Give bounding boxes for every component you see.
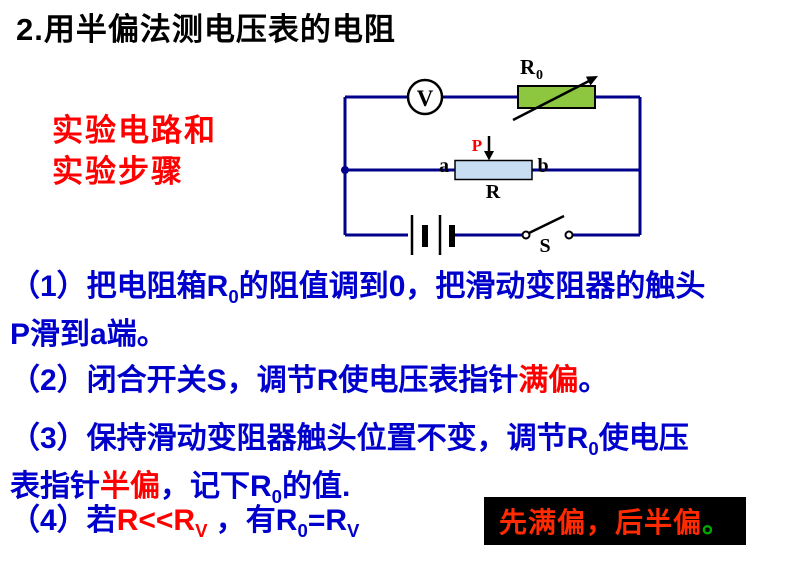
step-3: （3）保持滑动变阻器触头位置不变，调节R0使电压 表指针半偏，记下R0的值. (10, 420, 790, 516)
subscript: V (347, 520, 360, 541)
subscript: 0 (271, 486, 283, 507)
switch-label: S (539, 235, 550, 257)
summary-note-text: 先满偏，后半偏 (498, 507, 702, 538)
page-title: 2.用半偏法测电压表的电阻 (16, 12, 396, 47)
rheostat-body (454, 159, 533, 181)
r0-arrow-head-icon (585, 76, 598, 86)
voltmeter-label: V (417, 86, 434, 111)
subscript: V (195, 520, 208, 541)
text-segment: 表指针 (10, 470, 100, 503)
summary-note-period: 。 (702, 507, 732, 538)
text-segment: （3）保持滑动变阻器触头位置不变，调节R (10, 422, 589, 455)
text-segment: P滑到a端。 (10, 318, 167, 351)
text-segment: 的值. (282, 470, 351, 503)
r0-label: R (520, 55, 536, 79)
text-segment: （4）若 (10, 504, 117, 537)
switch-icon (521, 214, 574, 240)
summary-note: 先满偏，后半偏。 (484, 497, 746, 545)
text-segment: 的阻值调到0，把滑动变阻器的触头 (238, 270, 706, 303)
subscript: 0 (228, 286, 239, 307)
rheostat-label: R (486, 181, 501, 203)
circuit-diagram: V R 0 a b R P S (341, 55, 642, 257)
voltmeter-icon (406, 78, 444, 116)
terminal-b-label: b (537, 155, 548, 177)
battery-icon (410, 215, 455, 255)
highlight-half-deflection: 半偏 (100, 470, 160, 503)
r0-arrow-line (512, 79, 590, 122)
text-segment: ，记下R (160, 470, 272, 503)
step-4: （4）若R<<RV ，有R0=RV (10, 502, 790, 550)
text-segment: （1）把电阻箱R (10, 270, 229, 303)
terminal-a-label: a (439, 155, 449, 177)
condition-expression: R<<R (116, 504, 196, 537)
circuit-wires (343, 95, 642, 237)
highlight-full-deflection: 满偏 (518, 364, 579, 397)
switch-blade (528, 214, 565, 235)
step-2: （2）闭合开关S，调节R使电压表指针满偏。 (10, 362, 790, 400)
step-1-line-2: P滑到a端。 (10, 316, 790, 354)
experiment-label-line1: 实验电路和 (52, 113, 217, 148)
subscript: 0 (297, 520, 308, 541)
slider-arrow-head-icon (484, 151, 494, 161)
switch-terminal-left (521, 230, 531, 240)
step-1-line-1: （1）把电阻箱R0的阻值调到0，把滑动变阻器的触头 (10, 268, 790, 316)
junction-dot (341, 166, 349, 174)
experiment-label: 实验电路和 实验步骤 (52, 110, 217, 192)
text-segment: 。 (578, 364, 609, 397)
text-segment: ，有R (207, 504, 298, 537)
subscript: 0 (588, 438, 599, 459)
text-segment: 使电压 (598, 422, 689, 455)
switch-terminal-right (564, 230, 574, 240)
slider-label: P (472, 136, 482, 155)
step-3-line-1: （3）保持滑动变阻器触头位置不变，调节R0使电压 (10, 420, 790, 468)
text-segment: （2）闭合开关S，调节R使电压表指针 (10, 364, 519, 397)
experiment-label-line2: 实验步骤 (52, 154, 184, 189)
r0-sub-label: 0 (536, 68, 543, 83)
text-segment: =R (307, 504, 347, 537)
step-1: （1）把电阻箱R0的阻值调到0，把滑动变阻器的触头 P滑到a端。 (10, 268, 790, 354)
step-3-line-2: 表指针半偏，记下R0的值. (10, 468, 790, 516)
